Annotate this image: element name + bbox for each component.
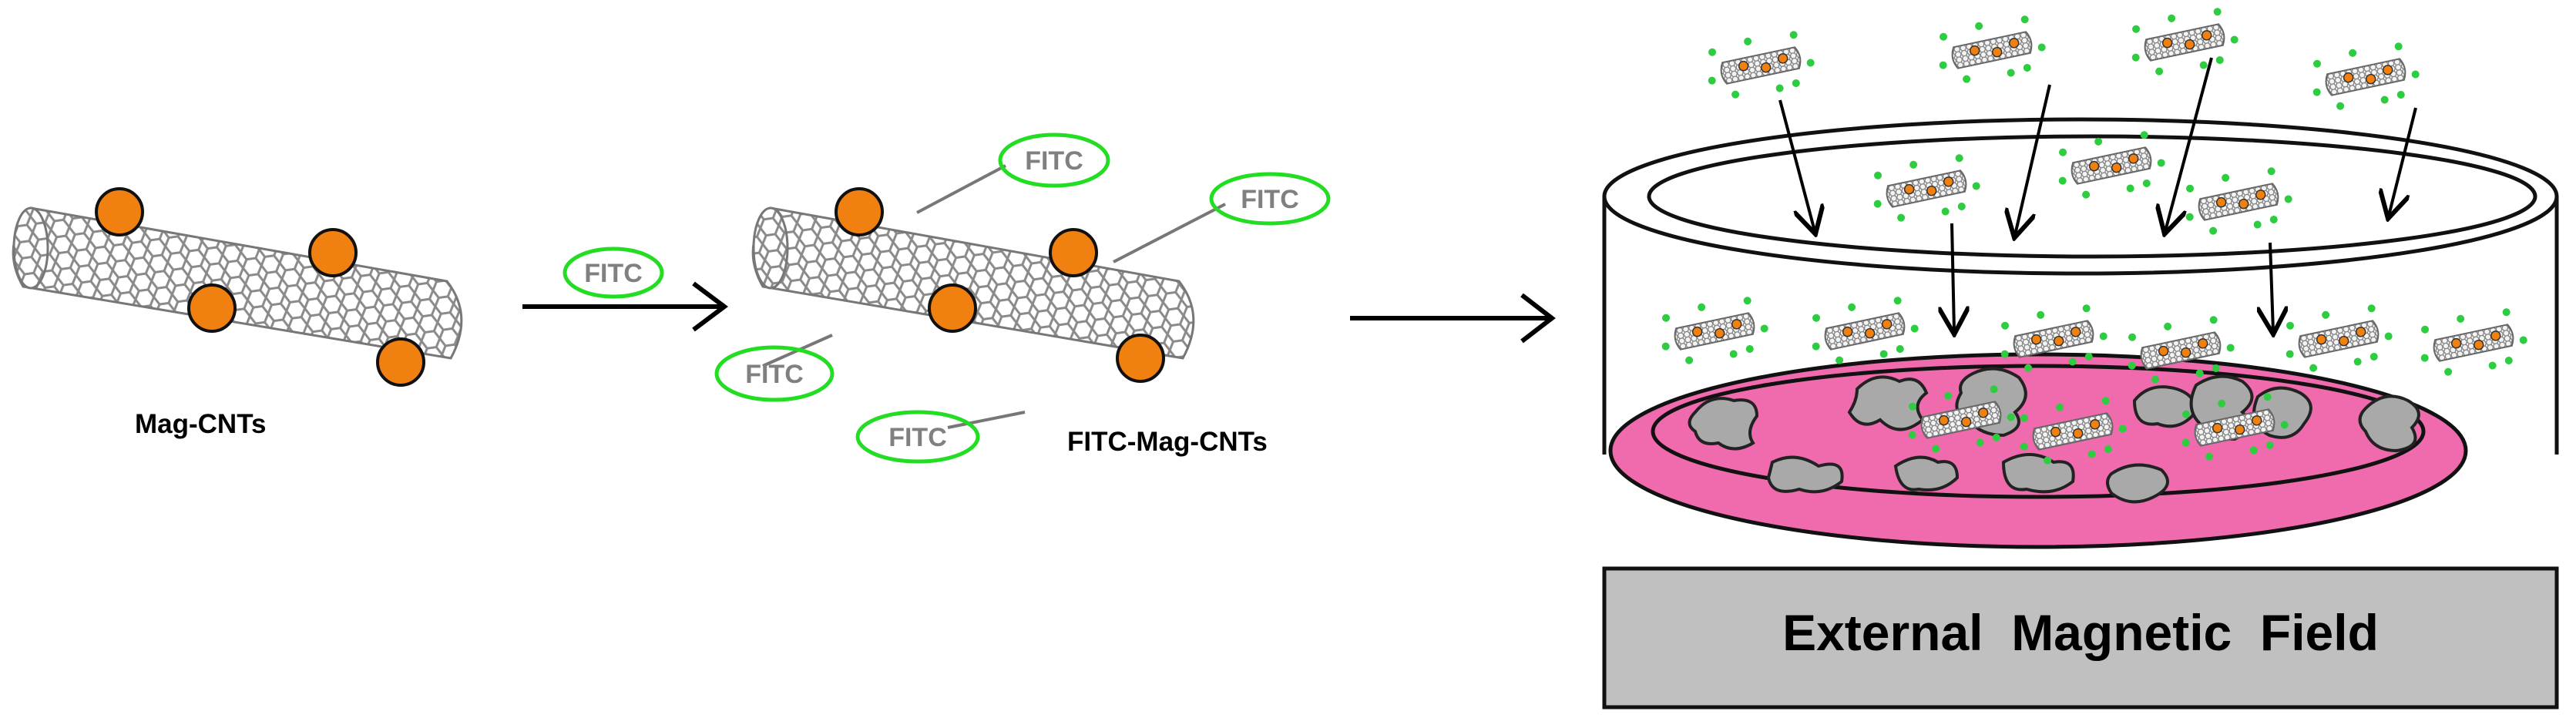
cell-icon	[2132, 385, 2196, 428]
fitc-reagent-label: FITC	[584, 259, 643, 288]
fitc-mag-cnt-particle-icon	[2312, 42, 2420, 110]
cell-icon	[1893, 455, 1960, 491]
fitc-dye-icon	[998, 133, 1110, 188]
magnetic-nanoparticle-icon	[376, 337, 425, 387]
cell-icon	[1766, 455, 1844, 494]
fitc-mag-cnt-particle-icon	[2128, 316, 2235, 384]
fitc-mag-cnt-particle-icon	[1908, 385, 2015, 453]
fitc-mag-cnt-particle-icon	[2420, 308, 2527, 376]
cell-icon	[2358, 394, 2420, 453]
fitc-mag-cnt-particle-icon	[2131, 8, 2238, 75]
dish-inner-rim	[1651, 364, 2426, 499]
magnetic-nanoparticle-icon	[187, 283, 237, 333]
arrow-head	[1520, 293, 1556, 344]
fitc-mag-cnt-particle-icon	[1708, 31, 1815, 99]
arrow-icon	[1778, 99, 1815, 231]
mag-cnt-group: Mag-CNTs	[12, 187, 463, 439]
fitc-label: FITC	[745, 360, 804, 389]
fitc-mag-cnt-particle-icon	[1661, 297, 1768, 364]
arrow-icon	[2389, 107, 2417, 216]
cell-icon	[2106, 463, 2169, 504]
sedimentation-arrows	[1778, 57, 2417, 331]
fitc-label: FITC	[1025, 146, 1083, 176]
fitc-mag-cnt-particle-icon	[1873, 154, 1980, 222]
magnetic-nanoparticle-icon	[835, 187, 884, 237]
external-magnetic-field-box: External Magnetic Field	[1602, 566, 2559, 710]
arrow-icon	[2015, 84, 2051, 235]
fitc-mag-cnt-particle-icon	[1812, 297, 1919, 364]
fitc-dye-icon	[855, 410, 980, 464]
particle-layer	[1661, 8, 2527, 465]
fitc-label-group: FITC FITC FITC FITC	[714, 133, 1331, 464]
fitc-reagent: FITC	[563, 247, 664, 299]
fitc-mag-cnt-particle-icon	[2058, 131, 2165, 199]
fitc-mag-cnt-particle-icon	[2000, 304, 2107, 372]
fitc-mag-cnt-particle-icon	[2285, 304, 2393, 372]
fitc-mag-cnt-group: FITC FITC FITC FITC FITC-Mag-CNTs	[714, 133, 1331, 464]
fitc-label: FITC	[888, 423, 947, 452]
cell-icon	[2001, 453, 2075, 494]
fitc-mag-cnt-particle-icon	[2181, 393, 2289, 461]
arrow-icon	[1952, 223, 1954, 331]
magnetic-nanoparticle-icon	[928, 283, 977, 333]
carbon-nanotube-icon	[751, 206, 1195, 360]
external-magnetic-field-label: External Magnetic Field	[1782, 604, 2379, 661]
carbon-nanotube-icon	[12, 206, 463, 360]
fitc-dye-icon	[563, 247, 664, 299]
fitc-label: FITC	[1241, 185, 1299, 214]
fitc-dye-icon	[1209, 172, 1331, 226]
arrow-icon	[2270, 242, 2273, 331]
fitc-mag-cnt-particle-icon	[2020, 397, 2127, 465]
magnetic-nanoparticle-icon	[1049, 228, 1098, 277]
fitc-dye-icon	[714, 345, 835, 402]
magnetic-nanoparticle-icon	[95, 187, 144, 237]
magnetic-nanoparticle-icon	[308, 228, 358, 277]
arrow-head	[692, 281, 728, 332]
fitc-mag-cnt-particle-icon	[1939, 15, 2046, 83]
mag-cnts-label: Mag-CNTs	[135, 409, 266, 439]
arrow-icon	[2165, 57, 2213, 231]
fitc-mag-cnts-label: FITC-Mag-CNTs	[1067, 427, 1268, 457]
cell-icon	[1688, 397, 1759, 451]
magnetic-nanoparticle-icon	[1116, 334, 1165, 383]
cell-icon	[1847, 375, 1929, 431]
fitc-mag-cnt-particle-icon	[2185, 167, 2292, 235]
